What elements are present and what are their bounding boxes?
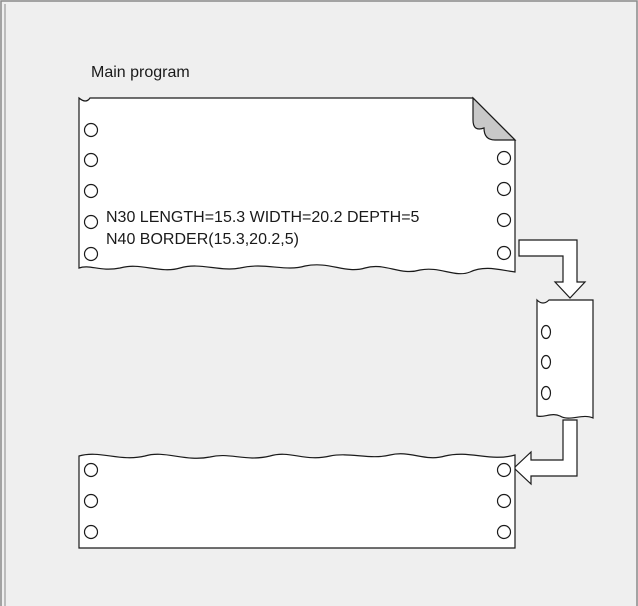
sprocket-hole (85, 185, 98, 198)
diagram-title: Main program (91, 64, 190, 82)
sprocket-hole (498, 214, 511, 227)
sprocket-hole (498, 152, 511, 165)
continuation-paper (79, 454, 515, 548)
sprocket-hole (85, 154, 98, 167)
subprogram-holes (542, 326, 551, 400)
continuation-right-holes (498, 464, 511, 539)
sprocket-hole (85, 124, 98, 137)
sprocket-hole (498, 464, 511, 477)
sprocket-hole (85, 464, 98, 477)
sprocket-hole (85, 248, 98, 261)
sprocket-hole (498, 495, 511, 508)
code-line: N30 LENGTH=15.3 WIDTH=20.2 DEPTH=5 (106, 209, 419, 227)
sprocket-hole (498, 247, 511, 260)
subprogram-strip (537, 300, 593, 418)
sprocket-hole (498, 526, 511, 539)
sprocket-hole (498, 183, 511, 196)
code-line: N40 BORDER(15.3,20.2,5) (106, 231, 299, 249)
continuation-left-holes (85, 464, 98, 539)
sprocket-hole (542, 326, 551, 339)
sprocket-hole (542, 387, 551, 400)
continuation-sheet (79, 454, 515, 548)
sprocket-hole (85, 526, 98, 539)
sprocket-hole (85, 216, 98, 229)
sprocket-hole (85, 495, 98, 508)
sprocket-hole (542, 356, 551, 369)
